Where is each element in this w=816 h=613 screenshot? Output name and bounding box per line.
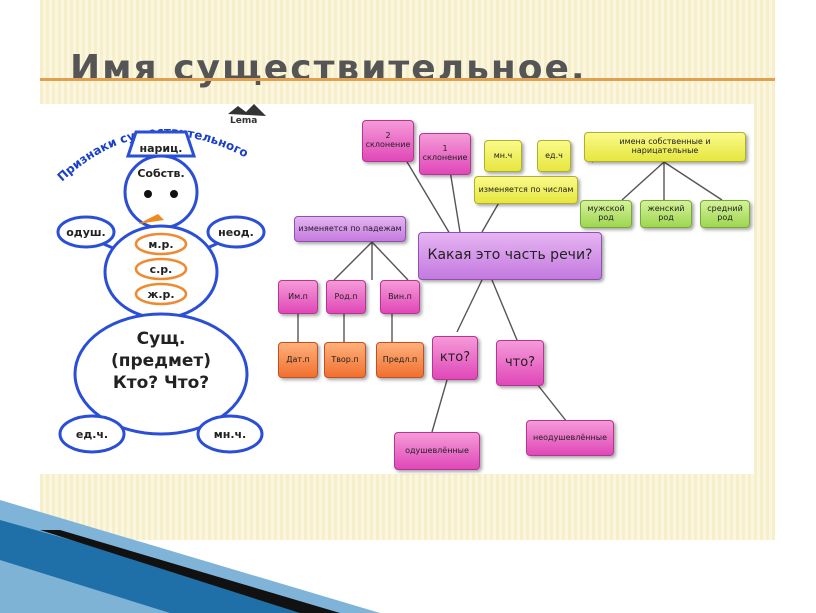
body-line-3: Кто? Что?	[113, 373, 209, 393]
lema-logo: Lema	[228, 104, 266, 126]
body-line-2: (предмет)	[111, 351, 211, 371]
case-dat-node: Дат.п	[278, 342, 318, 378]
left-foot-label: ед.ч.	[76, 428, 108, 441]
left-foot	[58, 414, 126, 454]
right-arm	[206, 215, 266, 249]
neuter-node: средний род	[700, 200, 750, 228]
case-tvor: Твор.п	[331, 354, 359, 364]
left-arm	[56, 215, 116, 249]
gender-m: м.р.	[148, 238, 173, 251]
left-eye	[144, 190, 152, 198]
case-im: Им.п	[288, 291, 308, 301]
title-underline	[40, 78, 775, 81]
male-node: мужской род	[580, 200, 632, 228]
who-node: кто?	[432, 336, 478, 380]
edch-label: ед.ч	[545, 150, 563, 160]
carrot-nose	[138, 214, 164, 224]
right-foot	[196, 414, 264, 454]
numbers-node: изменяется по числам	[474, 176, 578, 204]
snowman-hat	[125, 130, 197, 158]
female-node: женский род	[640, 200, 692, 228]
gender-n: с.р.	[150, 263, 173, 276]
right-eye	[170, 190, 178, 198]
names-label: имена собственные и нарицательные	[619, 137, 711, 155]
case-rod: Род.п	[334, 291, 358, 301]
decorative-sweep	[0, 500, 380, 613]
edch-node: ед.ч	[537, 140, 571, 172]
neuter-label: средний род	[707, 204, 743, 222]
body-line-1: Сущ.	[137, 329, 186, 349]
case-tvor-node: Твор.п	[324, 342, 366, 378]
hat-label: нариц.	[140, 142, 183, 155]
gender-pill-m	[134, 232, 188, 256]
decl2-node: 2 склонение	[362, 120, 414, 162]
center-node: Какая это часть речи?	[418, 232, 602, 280]
who-label: кто?	[439, 349, 471, 365]
snowman-bottom	[73, 312, 249, 436]
numbers-label: изменяется по числам	[478, 184, 574, 194]
gender-pill-f	[134, 282, 188, 306]
case-dat: Дат.п	[286, 354, 310, 364]
names-node: имена собственные и нарицательные	[584, 132, 746, 162]
snowman-diagram: Признаки существительного Lema нариц. Со…	[55, 104, 266, 454]
gender-pill-n	[134, 257, 188, 281]
left-arm-label: одуш.	[66, 226, 105, 239]
case-rod-node: Род.п	[326, 280, 366, 314]
right-foot-label: мн.ч.	[214, 428, 247, 441]
slide-title: Имя существительное.	[70, 48, 587, 89]
case-vin: Вин.п	[388, 291, 412, 301]
center-label: Какая это часть речи?	[427, 247, 593, 264]
cases-node-label: изменяется по падежам	[298, 223, 402, 233]
mindmap-panel: 2 склонение 1 склонение мн.ч ед.ч изменя…	[278, 104, 754, 474]
what-label: что?	[504, 354, 536, 370]
animate-node: одушевлённые	[394, 432, 480, 470]
male-label: мужской род	[587, 204, 625, 222]
case-vin-node: Вин.п	[380, 280, 420, 314]
what-node: что?	[496, 340, 544, 386]
decl1-node: 1 склонение	[419, 133, 471, 175]
snowman-panel: Признаки существительного Lema нариц. Со…	[40, 104, 282, 474]
case-im-node: Им.п	[278, 280, 318, 314]
mnch-node: мн.ч	[484, 140, 522, 172]
svg-text:Lema: Lema	[230, 116, 257, 126]
decl2-label: 2 склонение	[365, 131, 411, 149]
female-label: женский род	[647, 204, 685, 222]
decl1-label: 1 склонение	[422, 144, 468, 162]
head-label: Собств.	[137, 167, 184, 180]
animate-label: одушевлённые	[405, 445, 469, 455]
gender-f: ж.р.	[147, 288, 174, 301]
inanimate-label: неодушевлённые	[532, 432, 607, 442]
case-predl: Предл.п	[382, 354, 418, 364]
inanimate-node: неодушевлённые	[526, 420, 614, 456]
cases-node: изменяется по падежам	[294, 216, 406, 242]
case-predl-node: Предл.п	[376, 342, 424, 378]
right-arm-label: неод.	[218, 226, 254, 239]
mnch-label: мн.ч	[493, 150, 513, 160]
